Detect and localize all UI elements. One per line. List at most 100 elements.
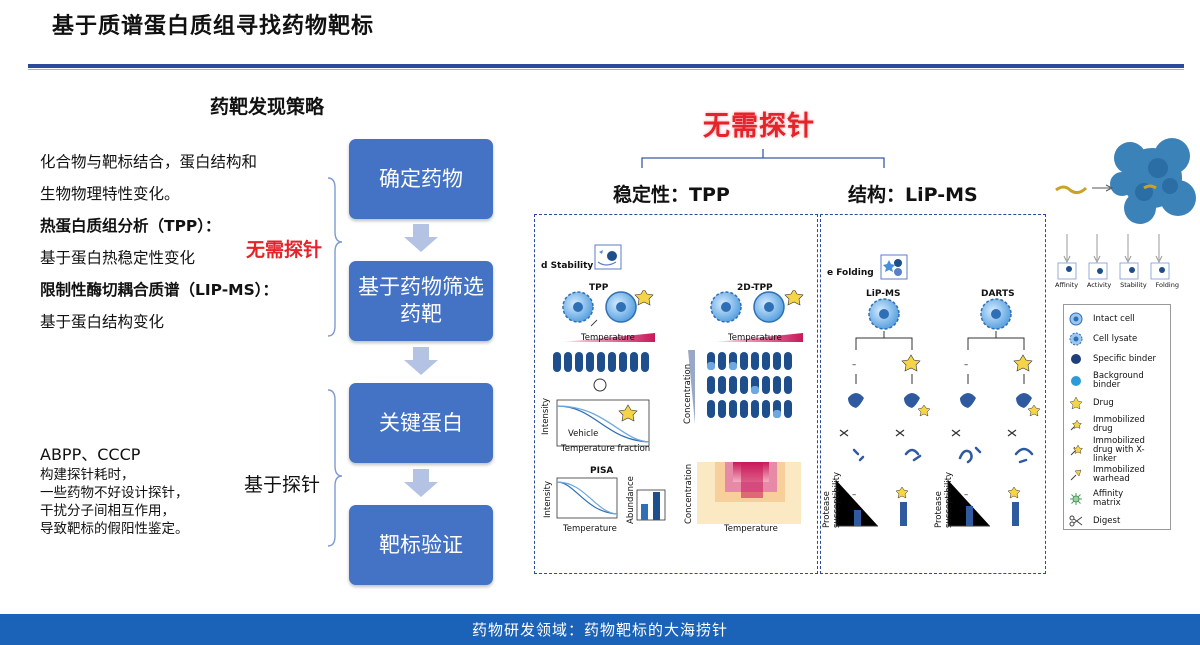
pisa-temperature-axis: Temperature (563, 524, 617, 534)
assay-icons (1057, 262, 1170, 280)
header-bracket (641, 149, 885, 168)
folding-panel (820, 214, 1046, 574)
concentration-axis-top: Concentration (683, 363, 693, 424)
vehicle-label: Vehicle (568, 429, 599, 439)
legend-label: Immobilized drug with X-linker (1093, 435, 1145, 464)
legend-immobilized-drug-xlinker: Immobilized drug with X-linker (1069, 435, 1165, 464)
bracket-connectors (327, 177, 343, 547)
stability-icon (594, 244, 622, 270)
flow-arrow-icon (404, 469, 438, 497)
flow-step-key-protein: 关键蛋白 (349, 383, 493, 463)
legend-background-binder: Background binder (1069, 369, 1165, 393)
stability-figure (553, 290, 804, 524)
warhead-icon (1070, 469, 1082, 481)
heatmap-temperature-axis: Temperature (724, 524, 778, 534)
title-divider (28, 64, 1184, 68)
assay-arrows (1063, 234, 1163, 264)
protease-word: Protease (822, 491, 832, 528)
title-divider-thin (28, 69, 1184, 70)
structure-label: 结构：LiP-MS (848, 184, 978, 206)
susceptibility-word: susceptibility (832, 471, 842, 528)
legend-immobilized-warhead: Immobilized warhead (1069, 463, 1165, 487)
tpp-description: 基于蛋白热稳定性变化 (40, 249, 196, 267)
assay-stability: Stability (1120, 281, 1147, 289)
stability-label: 稳定性：TPP (613, 184, 730, 206)
probe-drawback-4: 导致靶标的假阳性鉴定。 (40, 521, 189, 537)
susceptibility-word: susceptibility (944, 471, 954, 528)
legend-label: Digest (1093, 516, 1121, 526)
intensity-axis: Intensity (541, 398, 551, 435)
lipms-heading: 限制性酶切耦合质谱（LIP-MS）： (40, 281, 279, 299)
legend-digest: Digest (1069, 511, 1165, 531)
probe-drawback-3: 干扰分子间相互作用， (40, 503, 175, 519)
lipms-description: 基于蛋白结构变化 (40, 313, 165, 331)
folding-panel-title: e Folding (827, 268, 874, 278)
temperature-fraction-axis: Temperature fraction (561, 444, 651, 454)
flow-step-target-validation: 靶标验证 (349, 505, 493, 585)
tpp-heading: 热蛋白质组分析（TPP）： (40, 217, 221, 235)
abundance-axis: Abundance (626, 476, 636, 524)
no-probe-header: 无需探针 (703, 111, 815, 142)
folding-icon (880, 254, 908, 280)
drug-icon (1069, 396, 1083, 410)
lipms-minus: – (852, 360, 857, 370)
assay-labels: Affinity Activity Stability Folding (1055, 281, 1179, 289)
page-title: 基于质谱蛋白质组寻找药物靶标 (52, 14, 375, 39)
legend-specific-binder: Specific binder (1069, 349, 1165, 369)
immobilized-drug-icon (1070, 419, 1083, 431)
footer-banner: 药物研发领域：药物靶标的大海捞针 (0, 614, 1200, 645)
legend-label: Intact cell (1093, 314, 1135, 324)
legend-cell-lysate: Cell lysate (1069, 329, 1165, 349)
lipms-protease-axis: Protease susceptibility (822, 472, 842, 528)
legend-label: Specific binder (1093, 354, 1157, 364)
assay-affinity: Affinity (1055, 281, 1079, 289)
legend-intact-cell: Intact cell (1069, 309, 1165, 329)
legend-immobilized-drug: Immobilized drug (1069, 413, 1165, 437)
legend-label: Cell lysate (1093, 334, 1138, 344)
legend-affinity-matrix: Affinity matrix (1069, 487, 1165, 511)
darts-protease-axis: Protease susceptibility (934, 472, 954, 528)
tpp-temperature-axis: Temperature (581, 333, 635, 343)
folding-figure (835, 298, 1040, 527)
assay-folding: Folding (1155, 281, 1179, 289)
immobilized-xlinker-icon (1070, 444, 1083, 456)
intact-cell-icon (1069, 312, 1083, 326)
tpp2d-label: 2D-TPP (737, 283, 773, 293)
probe-drawback-2: 一些药物不好设计探针， (40, 485, 189, 501)
scissors-icon (1069, 515, 1083, 527)
darts-minus: – (964, 360, 969, 370)
figure-legend: Intact cell Cell lysate Specific binder … (1063, 304, 1171, 530)
legend-label: Background binder (1093, 371, 1144, 390)
legend-label: Immobilized drug (1093, 415, 1145, 434)
tpp-label: TPP (589, 283, 609, 293)
no-probe-label: 无需探针 (246, 239, 323, 261)
cell-lysate-icon (1069, 332, 1083, 346)
assay-activity: Activity (1086, 281, 1112, 289)
protease-word: Protease (934, 491, 944, 528)
darts-label: DARTS (981, 289, 1015, 299)
lipms-bar-minus: – (852, 490, 857, 500)
legend-label: Affinity matrix (1093, 489, 1124, 508)
background-binder-icon (1071, 376, 1081, 386)
flow-arrow-icon (404, 347, 438, 375)
flow-step-screen-target: 基于药物筛选药靶 (349, 261, 493, 341)
probe-drawback-1: 构建探针耗时， (40, 467, 135, 483)
pisa-intensity-axis: Intensity (543, 481, 553, 518)
intro-line-2: 生物物理特性变化。 (40, 185, 180, 203)
flow-arrow-icon (404, 224, 438, 252)
concentration-axis-bottom: Concentration (684, 463, 694, 524)
lipms-label: LiP-MS (866, 289, 901, 299)
pisa-label: PISA (590, 466, 614, 476)
flow-step-confirm-drug: 确定药物 (349, 139, 493, 219)
darts-bar-minus: – (964, 490, 969, 500)
probe-label: 基于探针 (244, 474, 321, 496)
probe-methods: ABPP、CCCP (40, 445, 141, 464)
legend-drug: Drug (1069, 393, 1165, 413)
affinity-matrix-icon (1070, 493, 1082, 505)
legend-label: Immobilized warhead (1093, 465, 1145, 484)
stability-panel (534, 214, 818, 574)
legend-label: Drug (1093, 398, 1114, 408)
specific-binder-icon (1071, 354, 1081, 364)
strategy-heading: 药靶发现策略 (210, 96, 325, 118)
protein-structure-image (1055, 138, 1196, 224)
